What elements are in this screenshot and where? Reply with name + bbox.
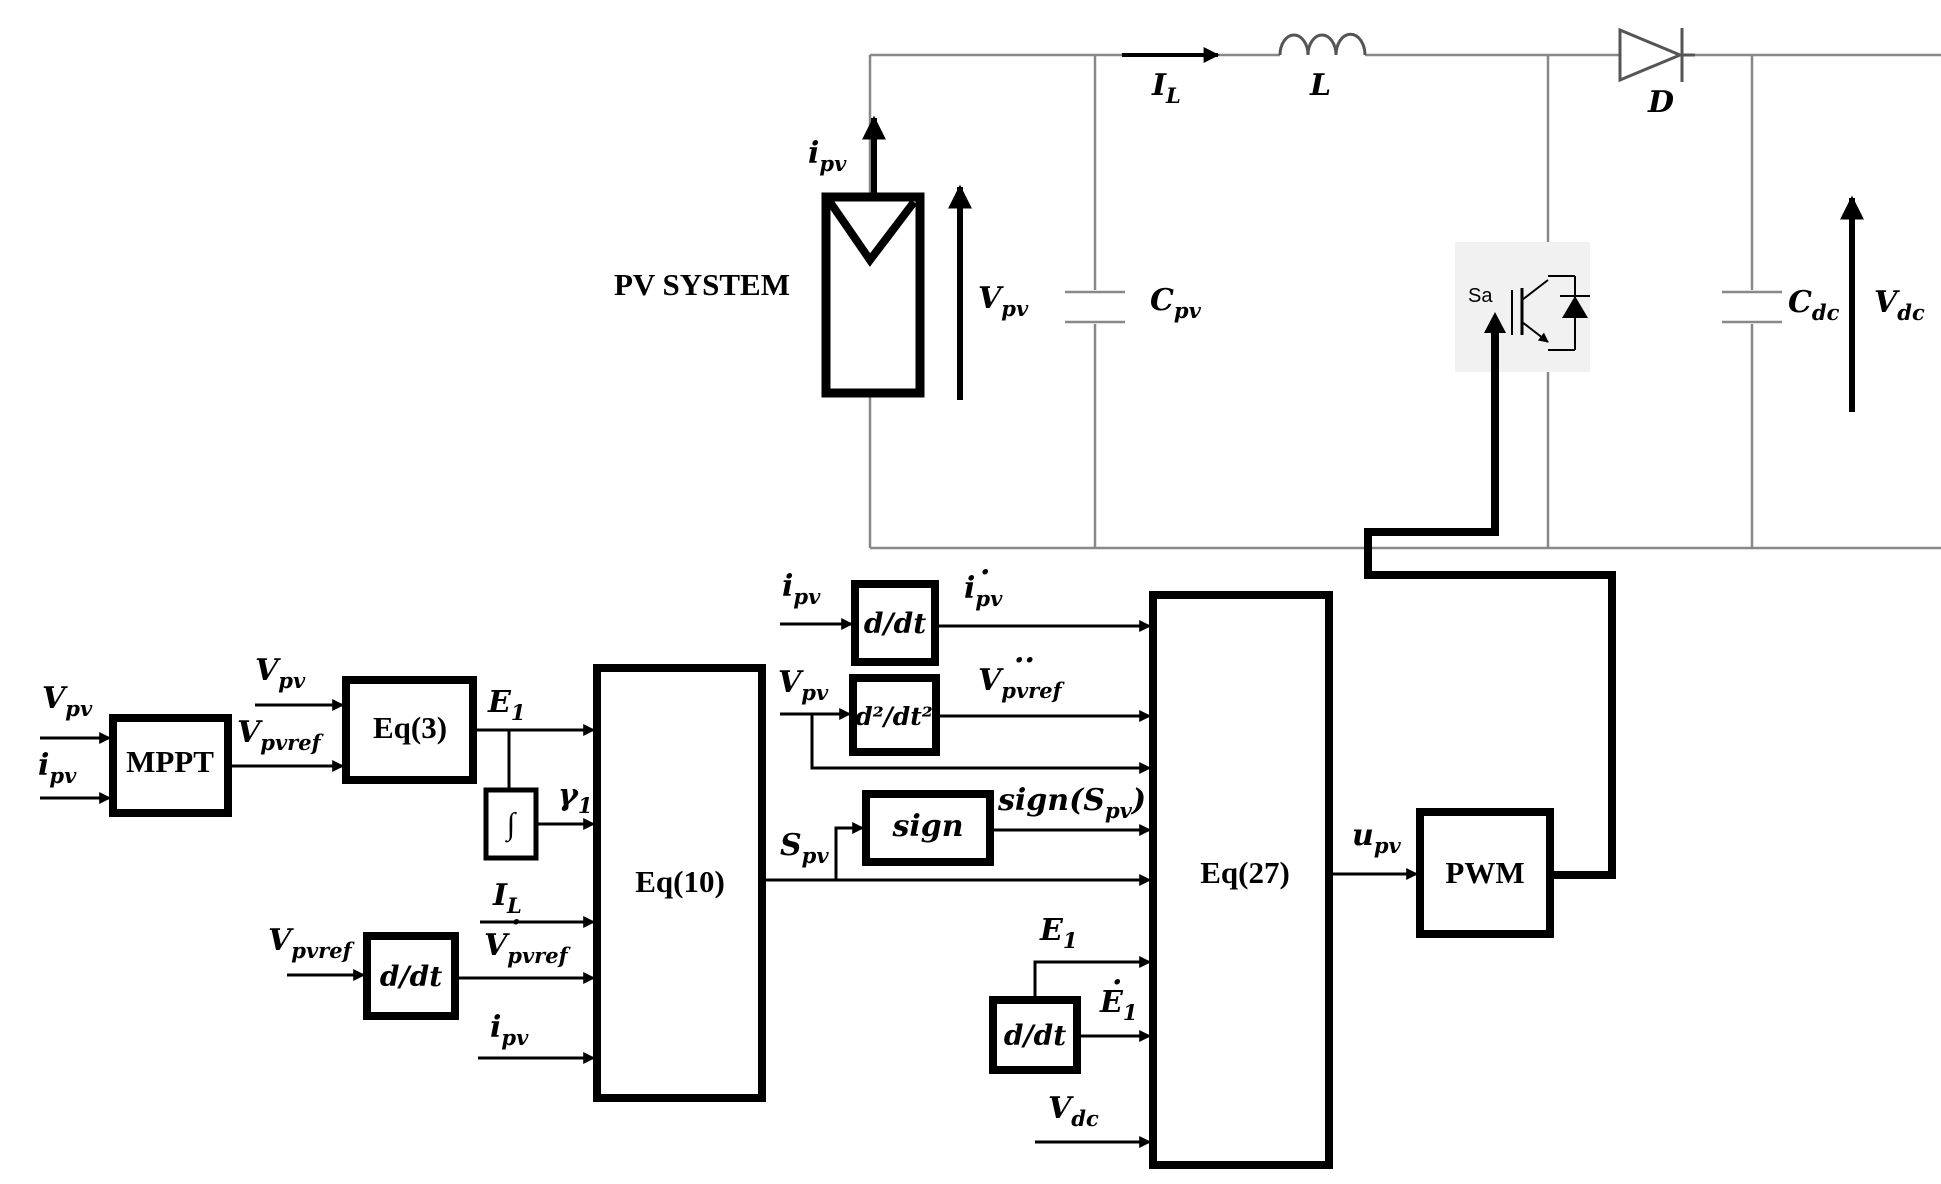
eq10-block xyxy=(593,664,766,1102)
pv-panel-icon xyxy=(821,192,925,398)
gate-arrowhead xyxy=(1484,312,1506,333)
wire-vpv-to-eq27 xyxy=(810,714,1152,774)
ipv-label: ipv xyxy=(808,136,847,176)
e1-dot-mark: · xyxy=(1112,965,1122,1000)
label-e1-in: E1 xyxy=(1039,913,1078,953)
wire-e1-to-eq27 xyxy=(1033,956,1152,1000)
inductor-label: L xyxy=(1309,68,1331,103)
ddt-e1-label: d/dt xyxy=(1004,1019,1066,1052)
mppt-block-label: MPPT xyxy=(126,744,214,779)
d2dt2-label: d²/dt² xyxy=(855,702,933,731)
control-diagram: MPPT Eq(3) ∫ Eq(10) d/dt d/dt d²/dt² sig… xyxy=(38,312,1616,1169)
sign-block xyxy=(862,790,994,866)
eq3-block-label: Eq(3) xyxy=(373,710,447,745)
ddt-vref-label: d/dt xyxy=(380,960,442,993)
label-upv: upv xyxy=(1352,818,1401,858)
eq27-block-label: Eq(27) xyxy=(1200,855,1290,890)
label-e1: E1 xyxy=(487,685,526,725)
d2dt2-block xyxy=(849,674,940,756)
pwm-gate-wire xyxy=(1364,330,1616,879)
label-sign-out: sign(Spv) xyxy=(997,783,1146,823)
cpv-label: Cpv xyxy=(1150,283,1202,323)
label-mppt-vpv: Vpv xyxy=(42,681,93,721)
pwm-block xyxy=(1416,808,1554,938)
ddt-ipv-block xyxy=(851,580,939,666)
pwm-block-label: PWM xyxy=(1445,855,1524,890)
pv-system-label: PV SYSTEM xyxy=(614,267,790,302)
vdc-label: Vdc xyxy=(1874,285,1925,325)
igbt-switch-symbol xyxy=(1455,242,1590,372)
label-vref-ddot: Vpvref xyxy=(978,663,1066,703)
ddt-vref-block xyxy=(363,932,459,1020)
vpv-label: Vpv xyxy=(978,281,1029,321)
label-e1-dot: E1 xyxy=(1099,985,1138,1025)
label-ipv-dot: ipv xyxy=(964,571,1003,611)
switch-label: Sa xyxy=(1468,285,1493,307)
label-eq3-vpv: Vpv xyxy=(255,653,306,693)
label-mppt-ipv: ipv xyxy=(38,748,77,788)
label-spv: Spv xyxy=(780,828,829,868)
il-label: IL xyxy=(1151,68,1181,108)
vref-dot-mark: · xyxy=(511,905,521,940)
sign-block-label: sign xyxy=(891,809,963,844)
inductor-symbol xyxy=(1278,32,1367,56)
cdc-label: Cdc xyxy=(1788,285,1840,325)
ipv-dot-mark: · xyxy=(980,555,990,590)
label-vpv-top: Vpv xyxy=(778,665,829,705)
label-ipv-top: ipv xyxy=(782,569,821,609)
mppt-block xyxy=(109,714,232,817)
wire-spv-to-sign xyxy=(834,822,865,880)
eq3-block xyxy=(342,676,477,784)
integrator-block xyxy=(483,787,539,861)
eq27-block xyxy=(1149,591,1333,1169)
ddt-ipv-label: d/dt xyxy=(864,607,926,640)
label-vref-dot: Vpvref xyxy=(484,928,572,968)
eq10-block-label: Eq(10) xyxy=(635,864,725,899)
vref-ddot-mark: ·· xyxy=(1014,643,1035,678)
label-ipv-eq10: ipv xyxy=(490,1010,529,1050)
label-gamma1: γ1 xyxy=(558,778,592,818)
integrator-label: ∫ xyxy=(505,806,518,843)
label-vref-in: Vpvref xyxy=(268,923,356,963)
label-vpvref: Vpvref xyxy=(237,715,325,755)
power-circuit: PV SYSTEM ipv Vpv IL L Cpv D Sa Cdc Vdc xyxy=(614,27,1941,550)
diode-label: D xyxy=(1647,85,1674,120)
label-il: IL xyxy=(492,878,522,918)
diode-symbol xyxy=(1618,27,1695,83)
label-vdc-in: Vdc xyxy=(1048,1091,1099,1131)
